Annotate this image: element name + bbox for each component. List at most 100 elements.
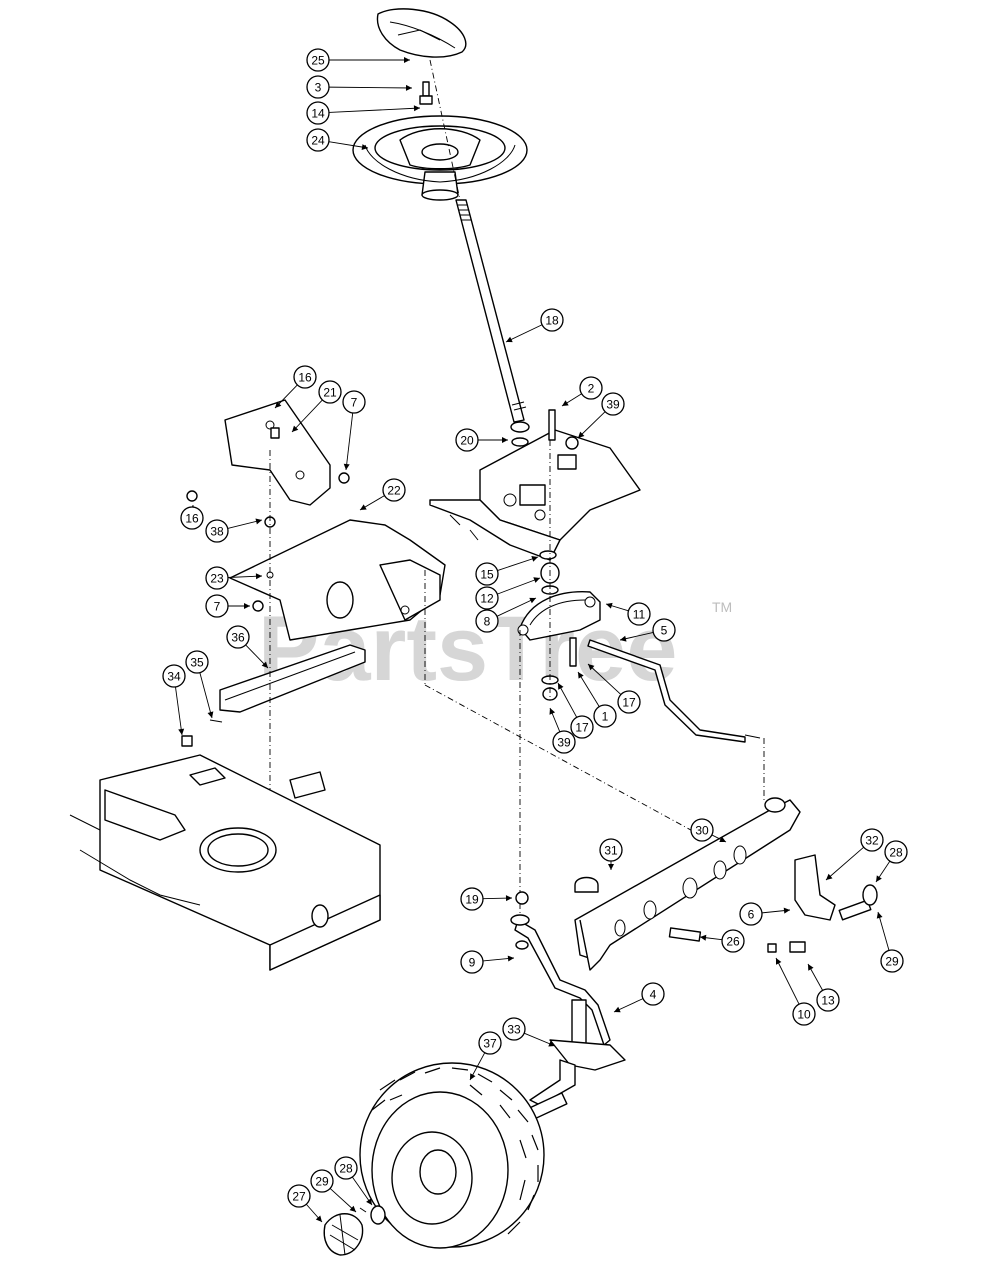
callout-circle-29b — [310, 1169, 334, 1193]
leader-arrowhead-28a — [876, 875, 882, 882]
callout-label-39b: 39 — [557, 736, 571, 750]
callout-circle-29a — [880, 949, 904, 973]
callout-2: 2 — [579, 376, 603, 400]
callout-circle-16b — [180, 506, 204, 530]
callout-23: 23 — [205, 566, 229, 590]
callout-circle-19 — [460, 887, 484, 911]
callout-18: 18 — [540, 308, 564, 332]
callout-34: 34 — [162, 664, 186, 688]
callout-circle-35 — [185, 650, 209, 674]
callout-circle-27 — [287, 1184, 311, 1208]
leader-arrowhead-10 — [776, 958, 782, 965]
leader-arrowhead-11 — [606, 602, 613, 609]
callout-circle-7b — [205, 594, 229, 618]
callout-29a: 29 — [880, 949, 904, 973]
callout-label-1: 1 — [602, 710, 609, 724]
callout-label-27: 27 — [292, 1190, 306, 1204]
leader-arrowhead-28b — [366, 1198, 372, 1205]
leader-lines — [175, 57, 891, 1223]
callout-19: 19 — [460, 887, 484, 911]
callout-label-20: 20 — [460, 434, 474, 448]
callout-circle-34 — [162, 664, 186, 688]
callout-25: 25 — [306, 48, 330, 72]
leader-arrowhead-12 — [533, 577, 540, 583]
callout-circle-33 — [502, 1017, 526, 1041]
callout-label-38: 38 — [210, 525, 224, 539]
leader-line-12 — [497, 577, 541, 595]
callout-17b: 17 — [570, 715, 594, 739]
callout-label-19: 19 — [465, 893, 479, 907]
callout-7b: 7 — [205, 594, 229, 618]
leader-arrowhead-14 — [413, 105, 420, 112]
leader-line-17b — [557, 682, 578, 718]
leader-arrowhead-6 — [783, 907, 790, 914]
callout-circle-24 — [306, 128, 330, 152]
callout-circle-39b — [552, 730, 576, 754]
callout-label-22: 22 — [387, 484, 401, 498]
callout-label-3: 3 — [315, 81, 322, 95]
leader-line-1 — [577, 671, 600, 707]
callout-38: 38 — [205, 519, 229, 543]
callout-label-36: 36 — [231, 631, 245, 645]
callout-label-9: 9 — [469, 956, 476, 970]
leader-arrowhead-17a — [588, 664, 595, 671]
leader-arrowhead-8 — [529, 597, 536, 604]
callout-16a: 16 — [293, 365, 317, 389]
dash-rail — [219, 644, 366, 713]
steering-gear-sector — [517, 591, 601, 641]
callout-label-33: 33 — [507, 1023, 521, 1037]
leader-arrowhead-34 — [178, 728, 185, 735]
leader-arrowhead-35 — [207, 711, 214, 718]
callout-label-35: 35 — [190, 656, 204, 670]
callout-label-18: 18 — [545, 314, 559, 328]
leader-arrowhead-33 — [548, 1040, 555, 1047]
callout-label-16b: 16 — [185, 512, 199, 526]
callout-12: 12 — [475, 586, 499, 610]
callout-circle-39a — [601, 392, 625, 416]
callout-circle-4 — [641, 982, 665, 1006]
tie-rod — [510, 891, 611, 1046]
callout-circle-28b — [334, 1156, 358, 1180]
callout-circle-26 — [721, 929, 745, 953]
callout-circle-11 — [627, 602, 651, 626]
callout-circle-22 — [382, 478, 406, 502]
wheel-hub-cap — [323, 1213, 364, 1256]
callout-circle-5 — [652, 618, 676, 642]
steering-shaft — [455, 199, 527, 423]
callout-label-7b: 7 — [214, 600, 221, 614]
callout-label-2: 2 — [588, 382, 595, 396]
callout-21: 21 — [318, 380, 342, 404]
callout-9: 9 — [460, 950, 484, 974]
callout-20: 20 — [455, 428, 479, 452]
leader-arrowhead-17b — [558, 683, 564, 690]
leader-arrowhead-20 — [502, 437, 508, 443]
callout-label-21: 21 — [323, 386, 337, 400]
callout-label-24: 24 — [311, 134, 325, 148]
leader-line-18 — [505, 324, 543, 343]
callout-31: 31 — [599, 838, 623, 862]
leader-arrowhead-37 — [470, 1073, 476, 1080]
front-axle — [574, 797, 801, 971]
leader-arrowhead-15 — [531, 556, 538, 562]
dash-bracket-upper — [224, 399, 331, 506]
callout-label-28a: 28 — [889, 846, 903, 860]
callout-4: 4 — [641, 982, 665, 1006]
callout-11: 11 — [627, 602, 651, 626]
leader-arrowhead-18 — [506, 336, 513, 343]
callout-10: 10 — [792, 1002, 816, 1026]
callout-circle-12 — [475, 586, 499, 610]
callout-27: 27 — [287, 1184, 311, 1208]
leader-arrowhead-25 — [404, 57, 410, 63]
callout-circle-2 — [579, 376, 603, 400]
leader-arrowhead-27 — [315, 1215, 322, 1222]
leader-line-15 — [497, 556, 539, 571]
tractor-frame — [69, 754, 381, 971]
callout-26: 26 — [721, 929, 745, 953]
leader-arrowhead-29a — [876, 912, 883, 919]
leader-arrowhead-5 — [620, 635, 627, 642]
callout-label-8: 8 — [484, 615, 491, 629]
callout-circle-21 — [318, 380, 342, 404]
callout-circle-23 — [205, 566, 229, 590]
callout-circle-37 — [478, 1031, 502, 1055]
leader-arrowhead-39a — [578, 431, 585, 438]
